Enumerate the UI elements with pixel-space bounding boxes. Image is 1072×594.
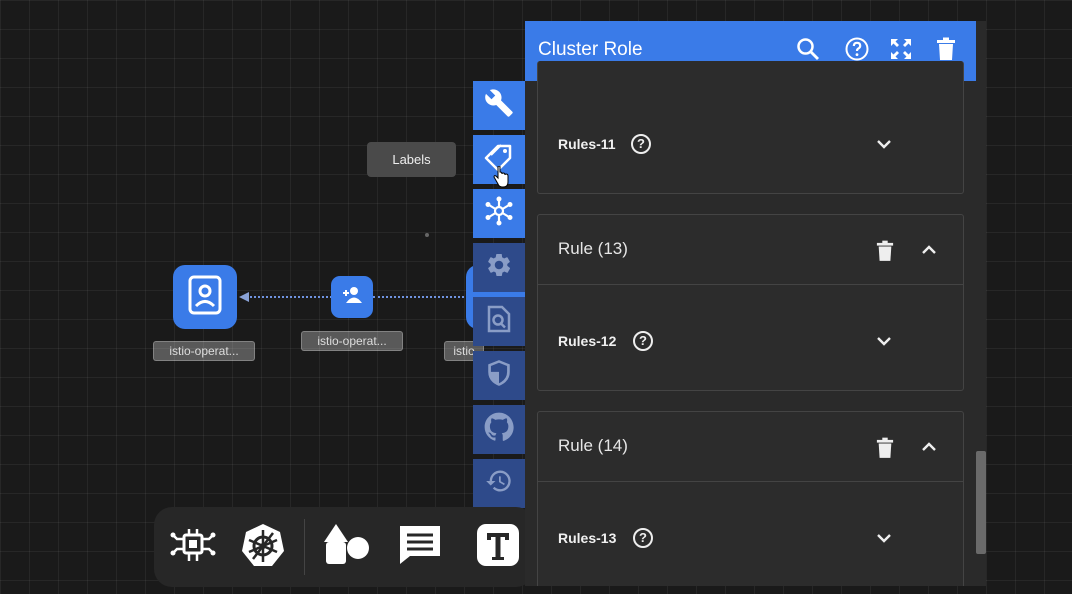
scrollbar-thumb[interactable] xyxy=(976,451,986,554)
search-document-icon xyxy=(486,305,512,338)
delete-rule-button[interactable] xyxy=(876,437,894,464)
history-icon xyxy=(485,467,513,500)
node-label: istio-operat... xyxy=(153,341,255,361)
role-binding-node[interactable] xyxy=(331,276,373,318)
tag-icon xyxy=(482,142,516,177)
tab-configure[interactable] xyxy=(473,81,525,130)
component-icon xyxy=(169,525,217,570)
search-button[interactable] xyxy=(795,37,821,66)
sub-rule-title: Rules-11 xyxy=(558,136,616,152)
labels-tooltip: Labels xyxy=(367,142,456,177)
shapes-icon xyxy=(322,522,370,573)
users-icon xyxy=(340,286,364,309)
comment-tool[interactable] xyxy=(394,521,446,573)
help-button[interactable] xyxy=(844,37,870,66)
edge-connector xyxy=(246,296,332,298)
help-icon[interactable]: ? xyxy=(633,331,653,351)
delete-rule-button[interactable] xyxy=(876,240,894,267)
kubernetes-tool[interactable] xyxy=(237,521,289,573)
trash-icon xyxy=(876,240,894,266)
component-tool[interactable] xyxy=(167,521,219,573)
help-icon[interactable]: ? xyxy=(631,134,651,154)
service-account-node[interactable] xyxy=(173,265,237,329)
hand-cursor-icon xyxy=(493,165,509,193)
id-badge-icon xyxy=(188,275,222,320)
text-icon xyxy=(476,523,520,572)
cluster-role-panel: Cluster Role xyxy=(525,21,986,586)
tab-inspect[interactable] xyxy=(473,297,525,346)
rule-card: Rules-11 ? xyxy=(537,61,964,194)
trash-icon xyxy=(876,437,894,463)
text-tool[interactable] xyxy=(472,521,524,573)
network-icon xyxy=(484,196,514,231)
trash-icon xyxy=(936,37,956,66)
tab-settings[interactable] xyxy=(473,243,525,292)
help-icon xyxy=(845,37,869,66)
sub-rule-title: Rules-13 xyxy=(558,530,617,546)
shield-icon xyxy=(486,359,512,392)
sub-rule-title: Rules-12 xyxy=(558,333,617,349)
tab-github[interactable] xyxy=(473,405,525,454)
rule-card-header[interactable]: Rule (13) xyxy=(538,215,963,285)
fullscreen-icon xyxy=(889,37,913,66)
tab-history[interactable] xyxy=(473,459,525,508)
delete-button[interactable] xyxy=(933,37,959,66)
rule-card-header[interactable]: Rule (14) xyxy=(538,412,963,482)
search-icon xyxy=(796,37,820,66)
rule-card: Rule (13) Rules-12 ? xyxy=(537,214,964,391)
tab-security[interactable] xyxy=(473,351,525,400)
github-icon xyxy=(484,412,514,447)
canvas-dot xyxy=(425,233,429,237)
chevron-down-icon[interactable] xyxy=(875,332,893,350)
help-icon[interactable]: ? xyxy=(633,528,653,548)
chevron-down-icon[interactable] xyxy=(875,529,893,547)
tab-labels[interactable] xyxy=(473,135,525,188)
chevron-down-icon[interactable] xyxy=(875,135,893,153)
fullscreen-button[interactable] xyxy=(888,38,914,64)
chevron-up-icon[interactable] xyxy=(920,241,938,259)
arrowhead-icon xyxy=(237,290,251,309)
gear-icon xyxy=(485,251,513,284)
shapes-tool[interactable] xyxy=(320,521,372,573)
wrench-icon xyxy=(484,88,514,123)
node-label: istio-operat... xyxy=(301,331,403,351)
edge-connector xyxy=(373,296,468,298)
rule-title: Rule (13) xyxy=(558,239,628,258)
toolbar-divider xyxy=(304,519,305,575)
rule-card: Rule (14) Rules-13 ? xyxy=(537,411,964,586)
chevron-up-icon[interactable] xyxy=(920,438,938,456)
scrollbar-track[interactable] xyxy=(976,21,986,586)
tab-network[interactable] xyxy=(473,189,525,238)
rule-title: Rule (14) xyxy=(558,436,628,455)
comment-icon xyxy=(398,524,442,571)
kubernetes-icon xyxy=(240,522,286,573)
bottom-toolbar xyxy=(154,507,534,587)
panel-title: Cluster Role xyxy=(538,39,643,60)
